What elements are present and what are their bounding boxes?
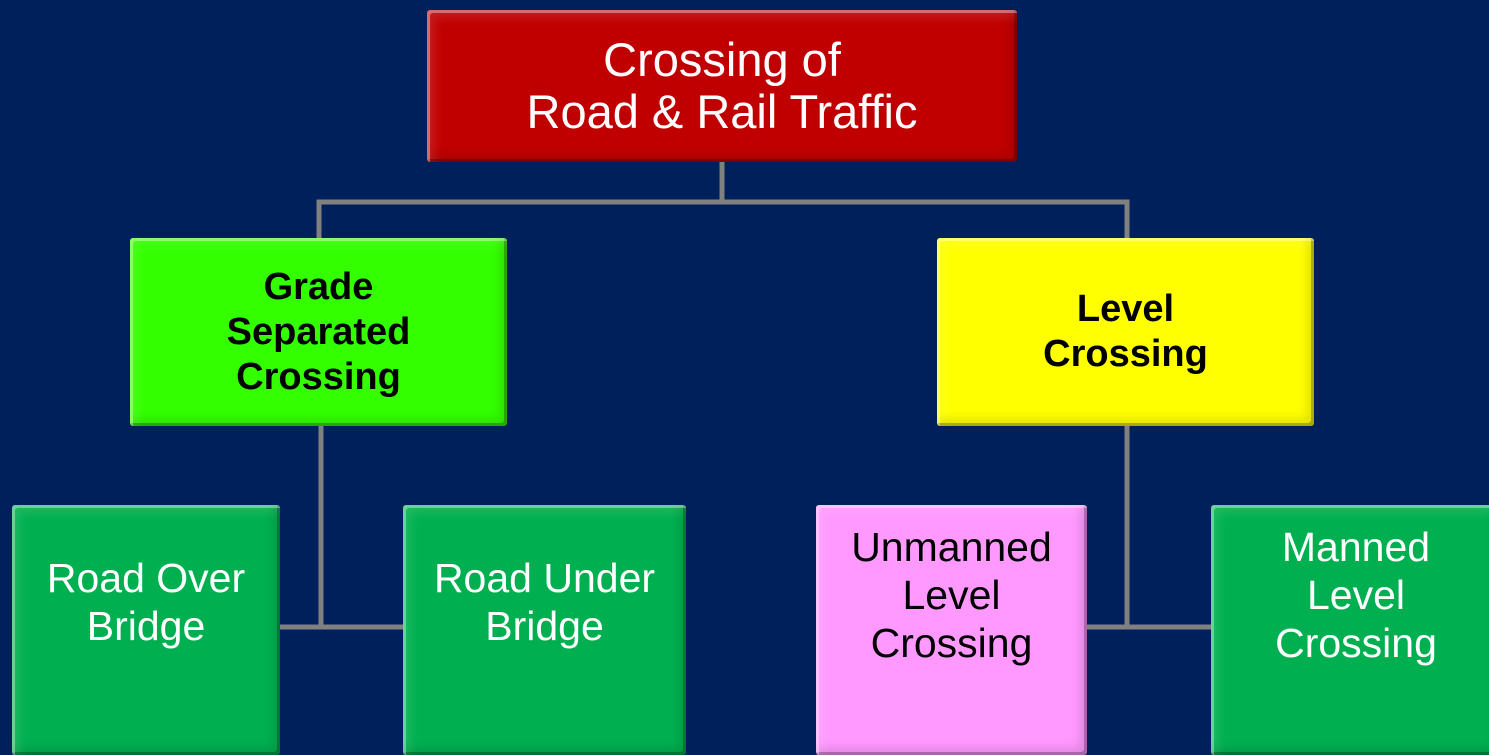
root-line-2: Road & Rail Traffic	[526, 85, 918, 138]
road-over-bridge-line-2: Bridge	[86, 603, 206, 649]
level-crossing-line-1: Level	[1076, 288, 1175, 330]
unmanned-level-crossing-line-1: Unmanned	[851, 524, 1052, 570]
road-under-bridge-node: Road Under Bridge	[403, 505, 686, 755]
road-under-bridge-line-1: Road Under	[433, 555, 656, 601]
manned-level-crossing-node: Manned Level Crossing	[1211, 505, 1489, 755]
manned-level-crossing-line-2: Level	[1306, 572, 1405, 618]
unmanned-level-crossing-node: Unmanned Level Crossing	[816, 505, 1087, 755]
grade-separated-node: Grade Separated Crossing	[130, 238, 507, 426]
root-node: Crossing of Road & Rail Traffic	[427, 10, 1017, 162]
road-over-bridge-node: Road Over Bridge	[12, 505, 280, 755]
road-under-bridge-line-2: Bridge	[485, 603, 604, 649]
manned-level-crossing-line-1: Manned	[1281, 524, 1431, 570]
level-crossing-node: Level Crossing	[937, 238, 1314, 426]
road-over-bridge-line-1: Road Over	[46, 555, 246, 601]
manned-level-crossing-line-3: Crossing	[1275, 620, 1437, 666]
grade-separated-line-3: Crossing	[236, 355, 401, 398]
unmanned-level-crossing-line-2: Level	[902, 572, 1001, 618]
grade-separated-line-2: Separated	[226, 310, 411, 353]
grade-separated-line-1: Grade	[263, 265, 374, 308]
unmanned-level-crossing-line-3: Crossing	[870, 620, 1033, 666]
level-crossing-line-2: Crossing	[1043, 333, 1208, 375]
root-line-1: Crossing of	[603, 33, 841, 86]
